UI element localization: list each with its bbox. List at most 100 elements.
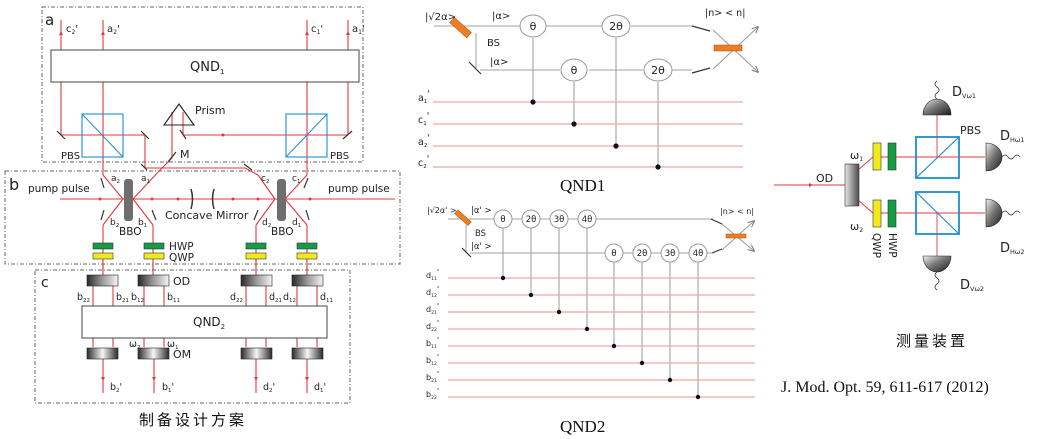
qnd1-input-state: |√2α> [425, 12, 456, 23]
section-b-letter: b [9, 175, 19, 194]
qnd2-gate-upper-1: θ [500, 215, 505, 225]
qnd1-gates [519, 14, 673, 82]
qnd2-wire-d22: d22' [426, 319, 439, 333]
output-c1-prime: c1' [311, 24, 323, 36]
qnd1-wire-a1: a1' [418, 89, 430, 105]
mode-d1: d1 [292, 218, 301, 229]
qnd1-gate-lower-1: θ [571, 64, 578, 77]
preparation-caption: 制备设计方案 [139, 411, 247, 429]
qnd2-wire-b21: b21' [426, 370, 439, 384]
qnd2-caption: QND2 [560, 417, 605, 436]
om-devices [86, 347, 324, 360]
qwp-lower [872, 199, 882, 228]
qnd1-beamsplitter [449, 16, 472, 39]
detector-h-omega2 [985, 198, 1021, 228]
qnd2-upper-arm: |α' > [471, 206, 492, 216]
output-b1-prime: b1' [162, 382, 174, 394]
section-a-letter: a [45, 11, 54, 29]
qnd2-measure-label: |n> < n| [720, 207, 754, 216]
prism-icon [162, 103, 196, 126]
qnd1-wire-a2: a2' [418, 133, 430, 149]
mirror-m-label: M [180, 148, 190, 161]
qnd2-lower-arm: |α' > [471, 242, 492, 252]
qnd2-wire-d11: d11' [426, 268, 439, 282]
qnd2-gates [493, 209, 708, 263]
hwp-label: HWP [169, 241, 194, 253]
bbo-right-crystal [277, 179, 286, 221]
pbs-right-label: PBS [330, 151, 349, 162]
detector-h-omega1-label: DHω1 [1000, 129, 1024, 144]
qnd2-wire-b12: b12' [426, 353, 439, 367]
label-omega1: ω1 [167, 339, 178, 351]
bbo-right-label: BBO [271, 226, 294, 238]
qnd2-wire-d12: d12' [426, 285, 439, 299]
detector-v-omega2-label: DVω2 [960, 278, 984, 293]
detector-v-omega2 [922, 255, 952, 291]
label-d11: d11 [320, 292, 333, 304]
hwp-lower [887, 199, 897, 228]
qnd1-bs-label: BS [487, 38, 500, 49]
qnd2-measure-bs [725, 233, 747, 239]
bbo-left-crystal [124, 179, 133, 221]
output-b2-prime: b2' [110, 382, 122, 394]
qnd2-circuit: θ 2θ 3θ 4θ θ 2θ 3θ 4θ |√2α' > |α' > |α' … [426, 206, 755, 436]
label-b11: b11 [167, 292, 180, 304]
qnd1-mirror [468, 61, 482, 75]
mode-a2: a2 [111, 174, 120, 185]
mode-b2: b2 [110, 218, 119, 229]
concave-mirror-right [211, 188, 215, 210]
concave-mirror-label: Concave Mirror [165, 209, 249, 222]
qnd1-lower-arm: |α> [490, 57, 508, 68]
qnd2-bs-label: BS [475, 229, 486, 239]
qnd1-gate-upper-2: 2θ [609, 20, 623, 33]
output-d2-prime: d2' [263, 382, 275, 394]
qnd2-wire-b22: b22' [426, 387, 439, 401]
section-c-letter: c [41, 275, 49, 291]
label-b12: b12 [131, 292, 144, 304]
pump-pulse-right: pump pulse [328, 183, 390, 195]
od-devices [86, 274, 324, 287]
pbs-left-label: PBS [61, 151, 80, 162]
qnd2-gate-upper-2: 2θ [526, 215, 537, 225]
waveplates-b [92, 242, 318, 260]
qnd2-wire-b11: b11' [426, 336, 439, 350]
pbs-upper [915, 136, 960, 179]
qnd2-box [81, 305, 328, 339]
measurement-apparatus: OD PBS ω1 ω2 QWP HWP [774, 80, 1024, 396]
label-omega2: ω2 [129, 339, 140, 351]
qnd2-gate-lower-3: 3θ [665, 249, 676, 259]
qnd2-gate-upper-3: 3θ [554, 215, 565, 225]
od-label-measure: OD [816, 172, 833, 185]
qwp-label-measure: QWP [870, 233, 882, 258]
qnd2-input-state: |√2α' > [427, 206, 457, 215]
qnd2-gate-lower-1: θ [611, 249, 616, 259]
qnd1-upper-arm: |α> [492, 11, 510, 22]
pbs-lower [915, 191, 960, 235]
preparation-scheme: a b c [4, 6, 401, 429]
detector-v-omega1-label: DVω1 [952, 85, 976, 100]
label-d21: d21 [269, 292, 282, 304]
od-device [844, 163, 860, 207]
qnd1-box [50, 49, 360, 83]
qwp-label: QWP [169, 252, 194, 264]
detector-h-omega1 [985, 142, 1021, 172]
qnd1-measure-label: |n> < n| [705, 8, 745, 19]
qnd1-gate-lower-2: 2θ [651, 64, 665, 77]
output-a2-prime: a2' [107, 24, 120, 36]
qnd1-measure-bs [713, 44, 743, 52]
pump-pulse-left: pump pulse [28, 183, 90, 195]
detector-v-omega1 [922, 80, 952, 116]
qnd1-box-label: QND1 [190, 60, 224, 76]
mode-c2: c2 [261, 174, 269, 185]
om-label: OM [173, 348, 191, 361]
pbs-left [81, 113, 124, 158]
qnd2-gate-upper-4: 4θ [582, 215, 593, 225]
qnd1-circuit: θ 2θ θ 2θ |√2α> |α> |α> BS |n> < n| a1' … [418, 8, 758, 195]
section-a-frame [41, 6, 364, 163]
mode-a1: a1 [141, 174, 150, 185]
mode-d2: d2 [262, 218, 271, 229]
detector-h-omega2-label: DHω2 [1000, 241, 1024, 256]
mode-b1: b1 [138, 218, 147, 229]
citation: J. Mod. Opt. 59, 611-617 (2012) [781, 379, 989, 396]
qwp-upper [872, 142, 882, 171]
